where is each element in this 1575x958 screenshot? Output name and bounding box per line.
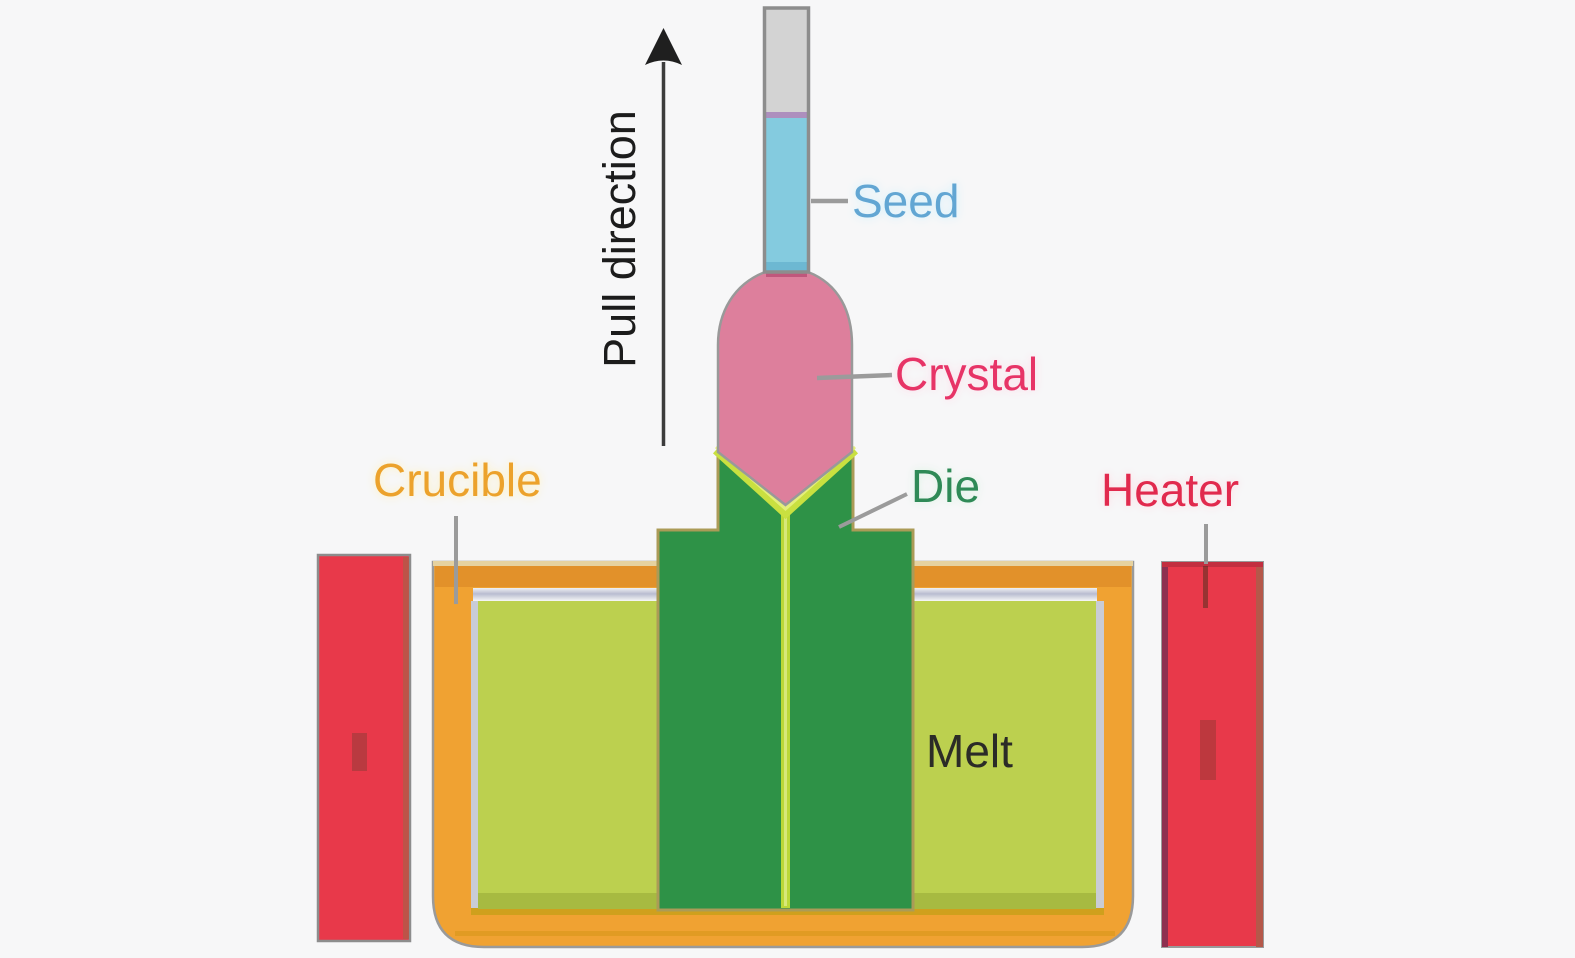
crystal-shape (716, 270, 854, 507)
crystal-leader-line (816, 372, 893, 381)
puller-rod-shape (766, 9, 807, 118)
capillary-channel (781, 510, 790, 908)
pull-direction-arrow (645, 28, 682, 446)
die-leader-line (838, 492, 908, 529)
pull-direction-label: Pull direction (594, 110, 645, 368)
die-label: Die (911, 460, 981, 512)
crucible-label: Crucible (373, 454, 542, 506)
crystal-label: Crystal (895, 348, 1039, 400)
left-heater-shape (316, 553, 412, 943)
seed-label: Seed (852, 175, 960, 227)
heater-label: Heater (1101, 464, 1240, 516)
seed-shape (762, 6, 811, 274)
right-heater-shape (1161, 561, 1264, 948)
melt-label: Melt (926, 725, 1013, 777)
